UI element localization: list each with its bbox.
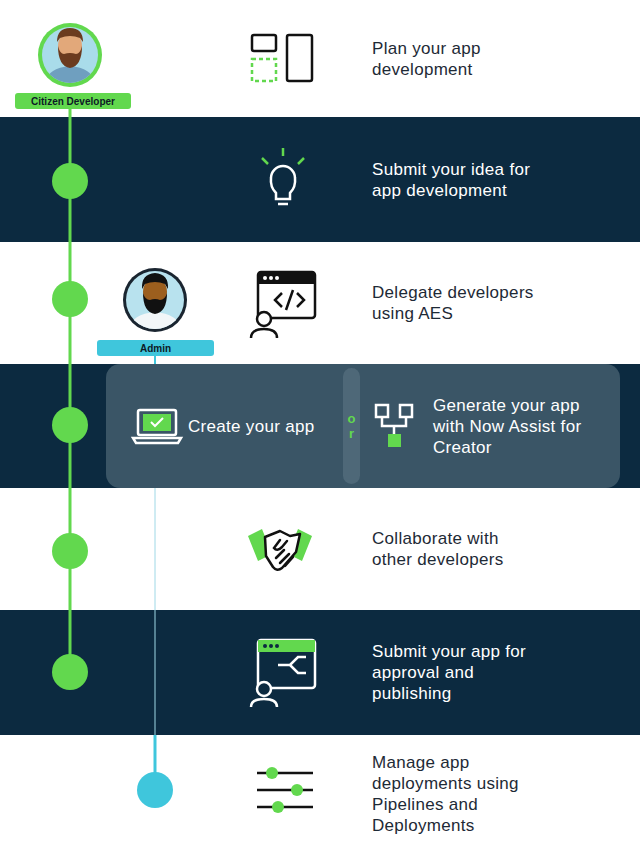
or-text: or — [344, 411, 359, 441]
option-text: Generate your app with Now Assist for Cr… — [433, 395, 598, 458]
role-label: Admin — [97, 340, 214, 356]
step-text: Manage app deployments using Pipelines a… — [372, 752, 567, 836]
role-label: Citizen Developer — [15, 93, 131, 109]
step-band: Delegate developers using AES Admin — [0, 242, 640, 364]
step-band: Plan your app developmentCitizen Develop… — [0, 0, 640, 117]
or-divider: or — [343, 368, 360, 484]
role-text: Admin — [140, 343, 171, 354]
timeline-dot — [52, 407, 88, 443]
option-text: Create your app — [188, 416, 338, 437]
option-panel: Create your app Generate your app with No… — [106, 364, 620, 488]
step-band: Submit your idea for app development — [0, 117, 640, 242]
step-band: Manage app deployments using Pipelines a… — [0, 735, 640, 853]
dark-band — [0, 364, 640, 488]
step-text: Submit your idea for app development — [372, 159, 547, 201]
step-text: Collaborate with other developers — [372, 528, 522, 570]
step-text: Delegate developers using AES — [372, 282, 552, 324]
step-band: Collaborate with other developers — [0, 488, 640, 610]
step-text: Plan your app development — [372, 38, 522, 80]
step-band: Submit your app for approval and publish… — [0, 610, 640, 735]
role-text: Citizen Developer — [31, 96, 115, 107]
step-text: Submit your app for approval and publish… — [372, 641, 537, 704]
